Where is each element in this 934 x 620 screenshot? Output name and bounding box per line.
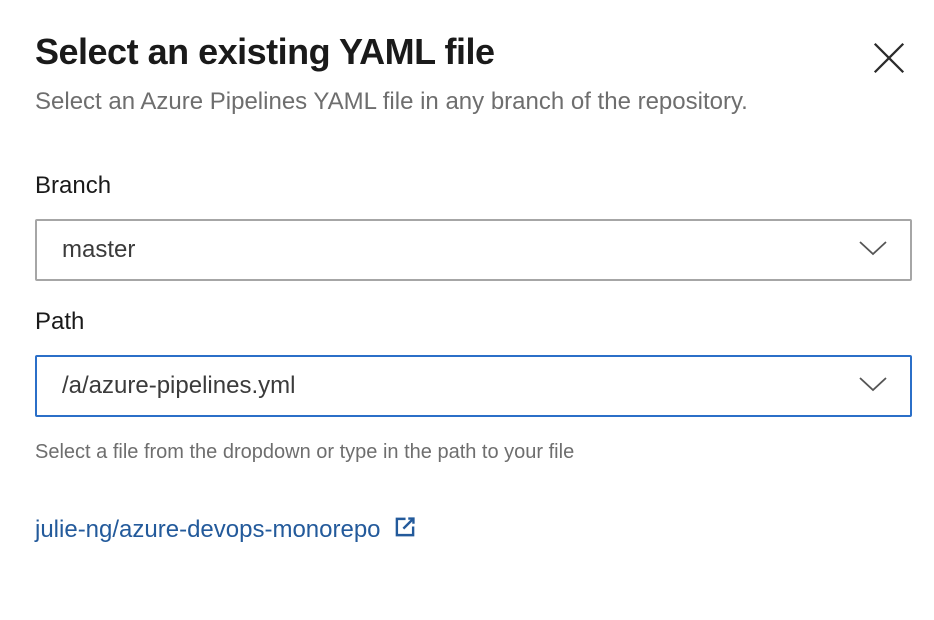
branch-dropdown[interactable]: master [35,219,912,282]
path-dropdown[interactable] [35,355,912,418]
branch-selected-value: master [62,236,136,264]
repository-link-label: julie-ng/azure-devops-monorepo [35,515,381,543]
dialog-subtitle: Select an Azure Pipelines YAML file in a… [35,88,748,116]
dialog-title: Select an existing YAML file [35,31,495,72]
branch-label: Branch [35,172,112,200]
repository-link[interactable]: julie-ng/azure-devops-monorepo [35,512,418,547]
close-button[interactable] [866,36,912,82]
chevron-down-icon [858,239,888,262]
path-label: Path [35,308,85,336]
external-link-icon [392,514,418,547]
chevron-down-icon [858,375,888,398]
path-input[interactable] [62,372,858,401]
path-helper-text: Select a file from the dropdown or type … [35,441,575,464]
close-icon [870,39,908,80]
